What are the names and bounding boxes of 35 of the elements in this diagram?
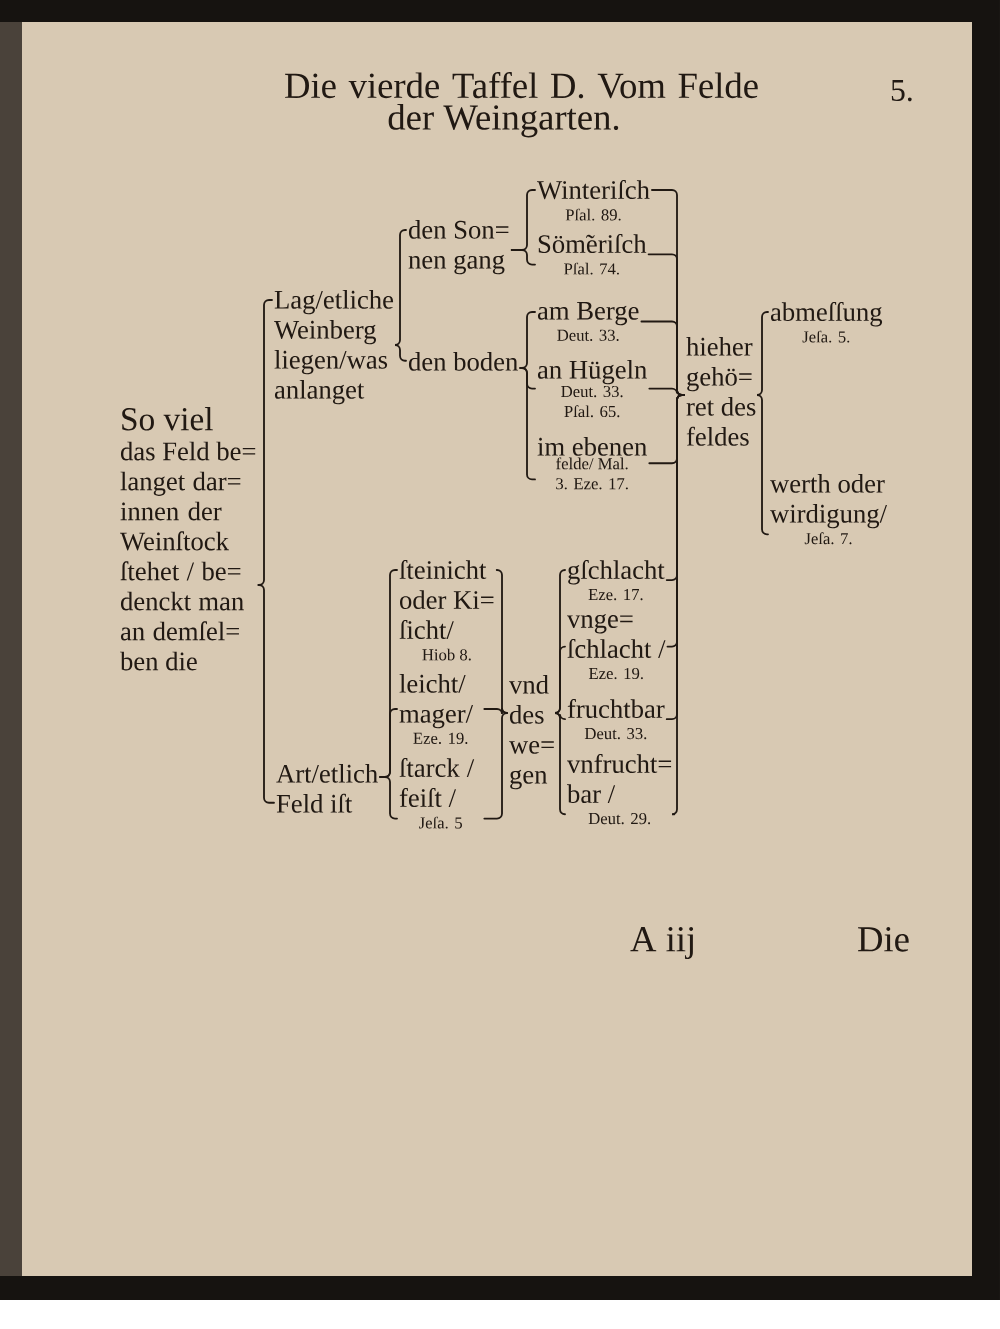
tree-entry: vnfrucht= bar / Deut. 29. (567, 754, 672, 825)
brace (394, 229, 407, 346)
tree-entry: abmeſſung Jeſa. 5. (770, 302, 883, 343)
catchword: Die (858, 927, 909, 952)
tree-entry: vnd des we= gen (509, 675, 554, 790)
tree-entry: am Berge Deut. 33. (537, 302, 639, 341)
tree-entry: Winteriſch Pſal. 89. (537, 180, 650, 221)
tree-entry: Söm̃eriſch Pſal. 74. (538, 234, 647, 275)
tree-entry: werth oder wirdigung/ Jeſa. 7. (770, 474, 888, 545)
tree-entry: Art/etlich Feld iſt (276, 764, 378, 813)
tree-entry: vnge= ſchlacht / Eze. 19. (567, 614, 666, 680)
tree-entry: den boden (408, 352, 518, 371)
tree-entry: im ebenen felde/ Mal. 3. Eze. 17. (537, 437, 647, 490)
brace (394, 344, 407, 362)
tree-entry: an Hügeln Deut. 33. Pſal. 65. (537, 360, 647, 418)
brace (554, 712, 566, 816)
root-entry: So viel das Feld be= langet dar= innen der Weinſtock ſtehet / be= denckt man an demſel= ben die (120, 407, 256, 671)
page-number: 5. (891, 80, 912, 102)
brace (483, 707, 508, 715)
brace (756, 311, 769, 396)
brace (510, 249, 536, 266)
tree-entry: ſteinicht oder Ki= ſicht/ Hiob 8. (399, 560, 494, 661)
brace (379, 776, 398, 820)
tree-entry: Lag/etliche Weinberg liegen/was anlanget (274, 290, 394, 405)
tree-entry: den Son= nen gang (408, 220, 509, 275)
tree-entry: leicht/ mager/ Eze. 19. (399, 674, 474, 744)
brace (756, 394, 769, 536)
tree-entry: ſtarck / feiſt / Jeſa. 5 (399, 758, 475, 829)
tree-entry: hieher gehö= ret des feldes (686, 337, 756, 446)
brace (671, 394, 685, 816)
page-title: Die vierde Taffel D. Vom Felde der Weingarten. (285, 72, 758, 138)
signature-mark: A iij (630, 927, 694, 960)
brace (554, 645, 566, 714)
tree-entry: fruchtbar Deut. 33. (567, 699, 665, 740)
tree-entry: gſchlacht Eze. 17. (568, 560, 665, 601)
